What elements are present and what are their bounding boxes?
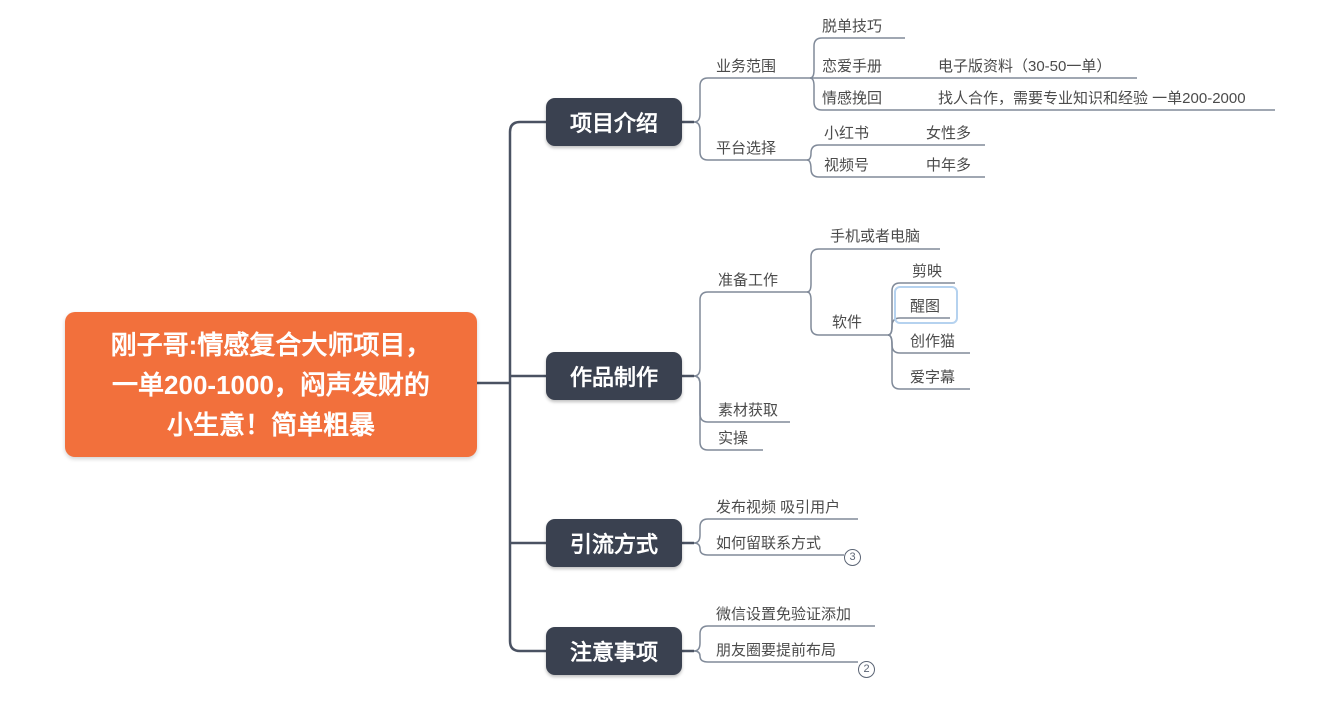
node-xingtu[interactable]: 醒图: [910, 298, 941, 315]
main-topic-traffic-method[interactable]: 引流方式: [546, 519, 682, 567]
node-phone-or-computer[interactable]: 手机或者电脑: [830, 228, 921, 245]
node-wechat-no-verify[interactable]: 微信设置免验证添加: [716, 606, 852, 623]
node-xiaohongshu[interactable]: 小红书: [824, 125, 870, 142]
node-dating-skills[interactable]: 脱单技巧: [822, 18, 883, 35]
node-mostly-female[interactable]: 女性多: [926, 125, 972, 142]
node-mostly-middle-aged[interactable]: 中年多: [926, 157, 972, 174]
node-ebook-material[interactable]: 电子版资料（30-50一单）: [938, 58, 1112, 75]
node-preparation[interactable]: 准备工作: [718, 272, 779, 289]
node-video-account[interactable]: 视频号: [824, 157, 870, 174]
node-moments-layout[interactable]: 朋友圈要提前布局: [716, 642, 837, 659]
node-love-manual[interactable]: 恋爱手册: [822, 58, 883, 75]
node-practice[interactable]: 实操: [718, 430, 749, 447]
main-topic-content-creation[interactable]: 作品制作: [546, 352, 682, 400]
node-business-scope[interactable]: 业务范围: [716, 58, 777, 75]
node-material-acquisition[interactable]: 素材获取: [718, 402, 779, 419]
node-platform-choice[interactable]: 平台选择: [716, 140, 777, 157]
collapsed-count-badge[interactable]: 3: [844, 549, 861, 566]
root-topic[interactable]: 刚子哥:情感复合大师项目， 一单200-1000，闷声发财的 小生意！简单粗暴: [65, 312, 477, 457]
node-relationship-recovery[interactable]: 情感挽回: [822, 90, 883, 107]
node-leave-contact[interactable]: 如何留联系方式: [716, 535, 822, 552]
collapsed-count-badge[interactable]: 2: [858, 661, 875, 678]
node-software[interactable]: 软件: [832, 314, 863, 331]
selected-node-highlight: [894, 286, 958, 324]
node-chuangzuomao[interactable]: 创作猫: [910, 333, 956, 350]
node-aizimu[interactable]: 爱字幕: [910, 369, 956, 386]
node-cooperation-note[interactable]: 找人合作，需要专业知识和经验 一单200-2000: [938, 90, 1246, 107]
node-jianying[interactable]: 剪映: [912, 263, 943, 280]
node-publish-video[interactable]: 发布视频 吸引用户: [716, 499, 841, 516]
main-topic-project-intro[interactable]: 项目介绍: [546, 98, 682, 146]
main-topic-precautions[interactable]: 注意事项: [546, 627, 682, 675]
